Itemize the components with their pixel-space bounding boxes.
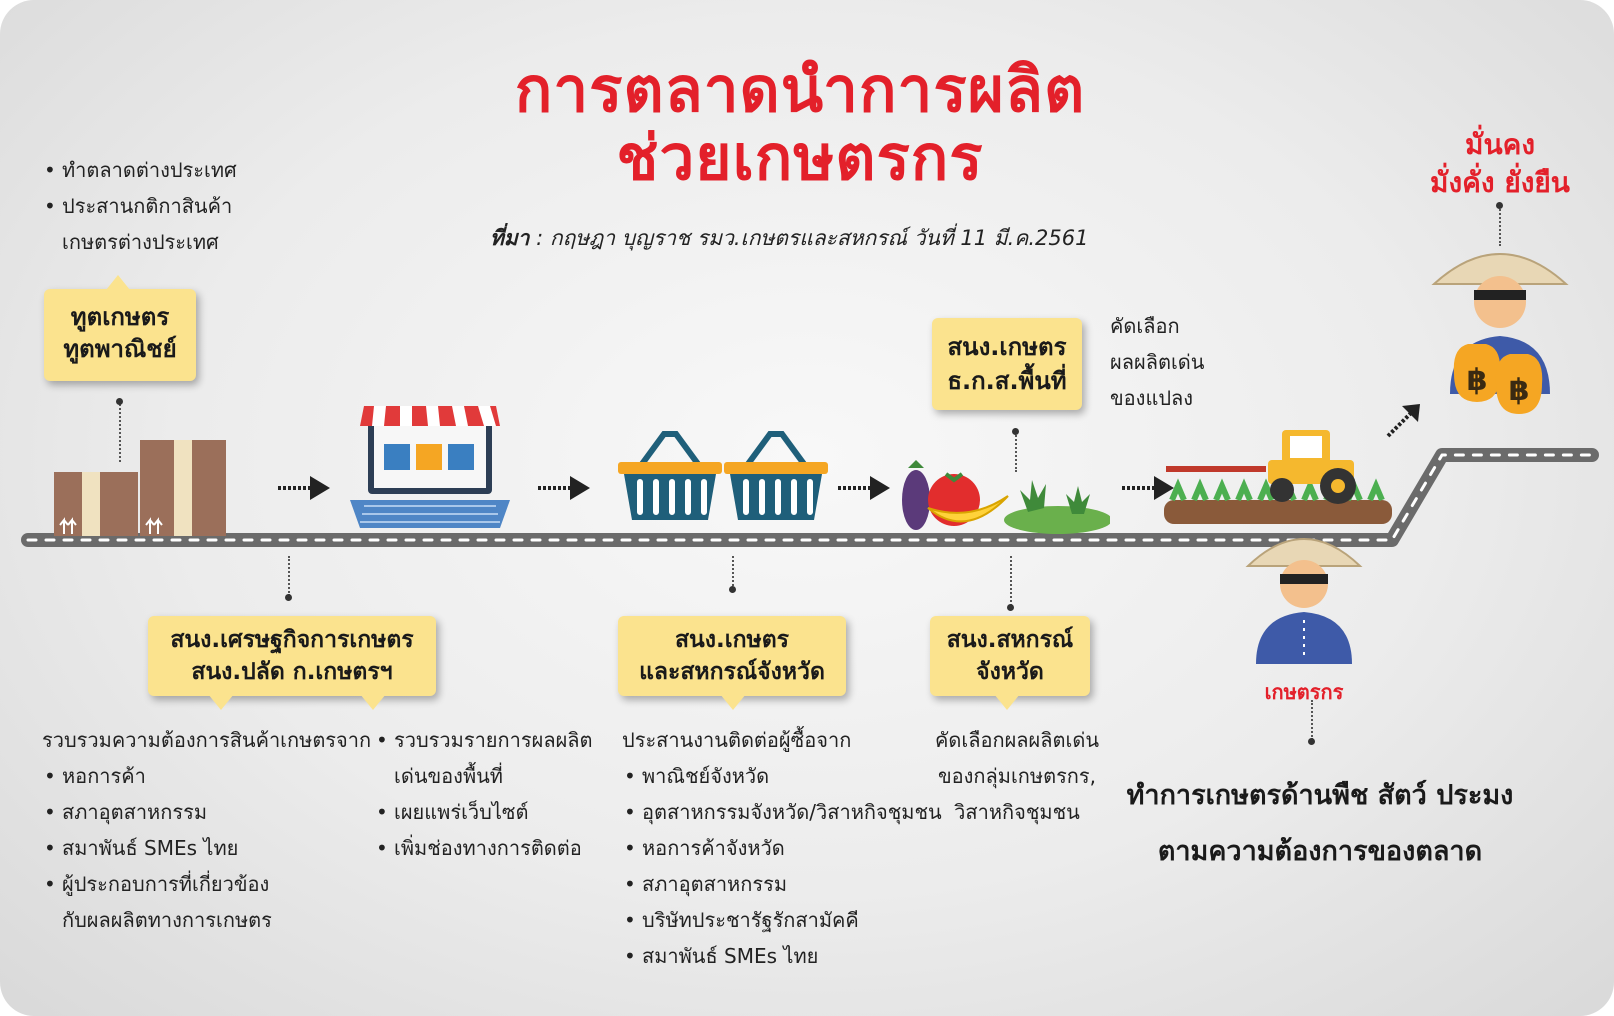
callout-line: ทูตพาณิชย์ <box>63 335 177 363</box>
list-item: ทำตลาดต่างประเทศ <box>42 152 237 188</box>
list-item: เด่นของพื้นที่ <box>394 764 503 788</box>
list-item: หอการค้า <box>42 758 371 794</box>
callout-line: สนง.ปลัด ก.เกษตรฯ <box>191 659 393 685</box>
list-item: ประสานกติกาสินค้า <box>42 188 237 224</box>
source-credit: ที่มา : กฤษฎา บุญราช รมว.เกษตรและสหกรณ์ … <box>490 222 1190 255</box>
callout-line: สนง.เกษตร <box>947 333 1067 361</box>
callout-line: ธ.ก.ส.พื้นที่ <box>947 367 1067 395</box>
farmer-icon <box>1245 538 1363 664</box>
agri-text: คัดเลือก ผลผลิตเด่น ของแปลง <box>1110 314 1205 410</box>
list-item: พาณิชย์จังหวัด <box>622 758 942 794</box>
callout-econ-office: สนง.เศรษฐกิจการเกษตร สนง.ปลัด ก.เกษตรฯ <box>148 616 436 710</box>
rich-text: มั่นคง มั่งคั่ง ยั่งยืน <box>1430 128 1570 199</box>
money-bag-icon: ฿ <box>1453 344 1501 402</box>
rich-farmer-icon: ฿ ฿ <box>1431 253 1569 414</box>
arrow-up-right-icon <box>1386 404 1420 438</box>
list-item: เพิ่มช่องทางการติดต่อ <box>374 830 593 866</box>
callout-agri-office: สนง.เกษตร ธ.ก.ส.พื้นที่ <box>932 318 1082 410</box>
list-item: สภาอุตสาหกรรม <box>622 866 942 902</box>
produce-icon <box>902 460 1110 534</box>
source-label: ที่มา <box>490 226 530 250</box>
arrow-right-icon <box>538 476 590 500</box>
list-heading: รวบรวมความต้องการสินค้าเกษตรจาก <box>42 728 372 752</box>
callout-line: สนง.เศรษฐกิจการเกษตร <box>170 627 414 653</box>
list-item: สมาพันธ์ SMEs ไทย <box>622 938 942 974</box>
list-item: อุตสาหกรรมจังหวัด/วิสาหกิจชุมชน <box>622 794 942 830</box>
callout-province-office: สนง.เกษตร และสหกรณ์จังหวัด <box>618 616 846 710</box>
callout-ambassadors: ทูตเกษตร ทูตพาณิชย์ <box>44 275 196 381</box>
source-text: : กฤษฎา บุญราช รมว.เกษตรและสหกรณ์ วันที่… <box>529 226 1089 250</box>
list-item: เกษตรต่างประเทศ <box>62 230 219 254</box>
list-item: บริษัทประชารัฐรักสามัคคี <box>622 902 942 938</box>
boxes-icon <box>54 440 226 536</box>
farmer-label: เกษตรกร <box>1264 680 1344 704</box>
province-list: ประสานงานติดต่อผู้ซื้อจาก พาณิชย์จังหวัด… <box>622 722 942 974</box>
list-item: ผู้ประกอบการที่เกี่ยวข้อง <box>42 866 371 902</box>
list-heading: ประสานงานติดต่อผู้ซื้อจาก <box>622 728 852 752</box>
basket-icon <box>618 431 722 520</box>
laptop-shop-icon <box>350 406 510 528</box>
money-bag-icon: ฿ <box>1495 354 1543 414</box>
callout-line: สนง.สหกรณ์ <box>946 627 1074 653</box>
arrow-right-icon <box>838 476 890 500</box>
coop-text: คัดเลือกผลผลิตเด่น ของกลุ่มเกษตรกร, วิสา… <box>934 728 1099 824</box>
arrow-right-icon <box>278 476 330 500</box>
title-line-2: ช่วยเกษตรกร <box>616 121 984 194</box>
econ-list-a: รวบรวมความต้องการสินค้าเกษตรจาก หอการค้า… <box>42 722 371 938</box>
svg-text:฿: ฿ <box>1467 363 1488 398</box>
list-item: สมาพันธ์ SMEs ไทย <box>42 830 371 866</box>
econ-list-b: รวบรวมรายการผลผลิต เด่นของพื้นที่ เผยแพร… <box>374 722 593 866</box>
callout-line: สนง.เกษตร <box>675 627 789 653</box>
callout-line: และสหกรณ์จังหวัด <box>639 659 825 685</box>
svg-text:฿: ฿ <box>1509 373 1530 408</box>
list-item: เผยแพร่เว็บไซต์ <box>374 794 593 830</box>
list-item: รวบรวมรายการผลผลิต <box>374 722 593 758</box>
callout-coop-office: สนง.สหกรณ์ จังหวัด <box>930 616 1090 710</box>
callout-line: จังหวัด <box>976 659 1044 685</box>
title-line-1: การตลาดนำการผลิต <box>514 53 1086 126</box>
callout-line: ทูตเกษตร <box>70 303 170 331</box>
basket-icon <box>724 431 828 520</box>
top-left-list: ทำตลาดต่างประเทศ ประสานกติกาสินค้า เกษตร… <box>42 152 237 260</box>
list-item: หอการค้าจังหวัด <box>622 830 942 866</box>
farmer-text: ทำการเกษตรด้านพืช สัตว์ ประมง ตามความต้อ… <box>1126 780 1514 867</box>
arrow-right-icon <box>1122 476 1174 500</box>
list-item: สภาอุตสาหกรรม <box>42 794 371 830</box>
tractor-field-icon <box>1164 430 1392 524</box>
list-item: กับผลผลิตทางการเกษตร <box>62 908 272 932</box>
